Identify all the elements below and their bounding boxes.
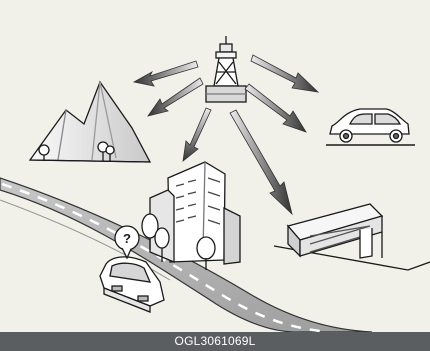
buildings-icon — [142, 162, 240, 270]
arrow-to-car-upper — [251, 55, 318, 92]
parking-garage-icon — [274, 204, 430, 270]
question-mark-text: ? — [123, 231, 131, 246]
arrow-to-parking — [230, 110, 292, 214]
figure-code-bar: OGL3061069L — [0, 332, 430, 351]
car-icon — [326, 109, 415, 145]
arrow-to-car-lower — [245, 84, 306, 132]
arrow-to-mountain-lower — [148, 78, 203, 116]
arrow-to-buildings — [183, 108, 211, 161]
cell-tower-icon — [206, 36, 246, 102]
figure-code: OGL3061069L — [175, 334, 256, 348]
mountains-icon — [30, 82, 150, 162]
arrow-to-mountain-upper — [134, 61, 198, 86]
